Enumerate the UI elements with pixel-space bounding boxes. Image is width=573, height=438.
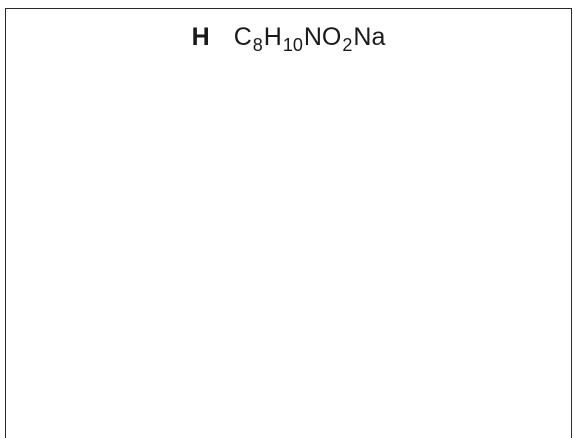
formula-element-nitrogen-oxygen: NO (303, 23, 342, 51)
formula-element-carbon: C (233, 23, 252, 51)
chemical-formula: C 8 H 10 NO 2 Na (233, 23, 386, 55)
panel-label: H (191, 23, 210, 51)
formula-element-hydrogen: H (263, 23, 282, 51)
formula-element-sodium: Na (353, 23, 386, 51)
formula-subscript-hydrogen-count: 10 (282, 35, 303, 55)
panel-header: H C 8 H 10 NO 2 Na (6, 23, 571, 55)
figure-panel: H C 8 H 10 NO 2 Na (5, 8, 572, 438)
formula-subscript-carbon-count: 8 (252, 35, 263, 55)
formula-subscript-oxygen-count: 2 (342, 35, 353, 55)
